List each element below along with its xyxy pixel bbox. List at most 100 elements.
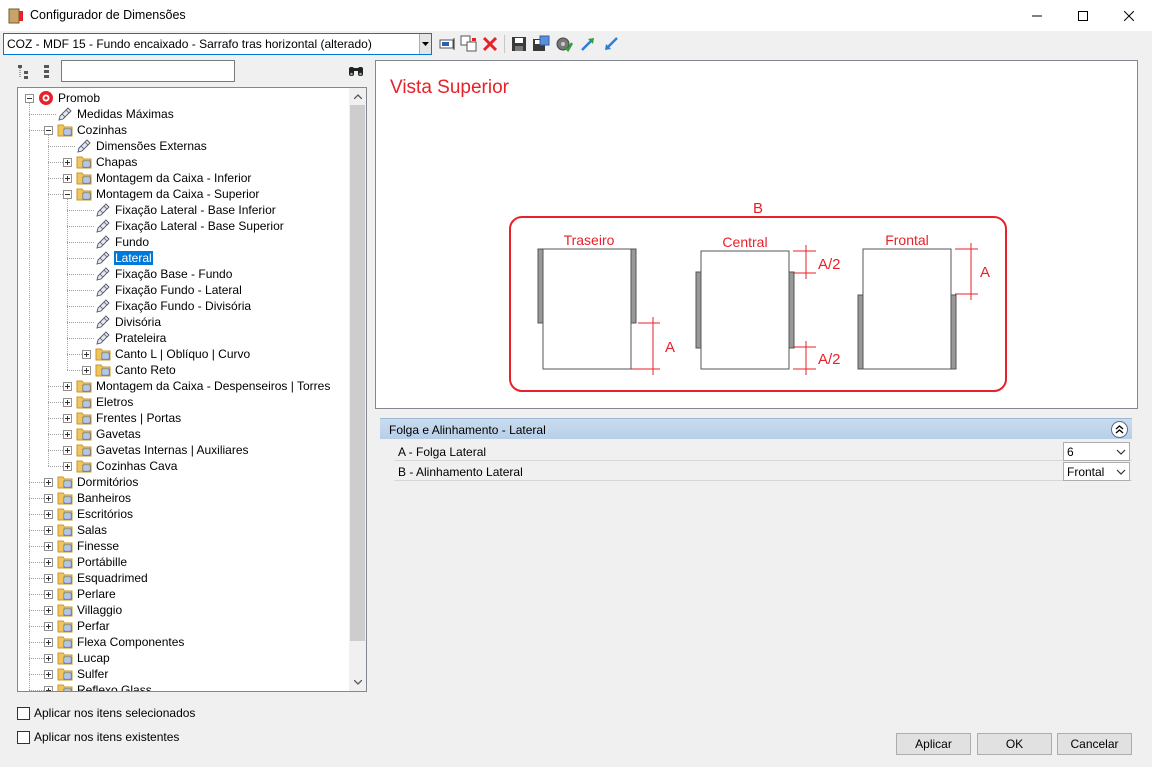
checkbox-box[interactable] [17,730,30,744]
tree-item-label: Promob [58,91,101,105]
folga-lateral-select[interactable]: 6 [1063,442,1130,461]
save-icon[interactable] [510,35,528,53]
delete-icon[interactable] [481,35,499,53]
tree-scrollbar[interactable] [349,88,366,691]
expand-toggle[interactable] [44,493,53,503]
tree-item-perfar[interactable]: Perfar [44,618,111,634]
scroll-down-button[interactable] [349,674,366,691]
tree-item-montagem-da-caixa-superior[interactable]: Montagem da Caixa - Superior [63,186,260,202]
tree-item-esquadrimed[interactable]: Esquadrimed [44,570,149,586]
tree-item-gavetas[interactable]: Gavetas [63,426,142,442]
import-icon[interactable] [602,35,620,53]
expand-toggle[interactable] [44,557,53,567]
tree-item-canto-l-obliquo-curvo[interactable]: Canto L | Oblíquo | Curvo [82,346,251,362]
tree-item-portabille[interactable]: Portábille [44,554,128,570]
ok-button[interactable]: OK [977,733,1052,755]
export-icon[interactable] [579,35,597,53]
tree-item-dormitorios[interactable]: Dormitórios [44,474,139,490]
rename-icon[interactable] [439,35,457,53]
configuration-combo[interactable]: COZ - MDF 15 - Fundo encaixado - Sarrafo… [3,33,432,55]
expand-toggle[interactable] [63,397,72,407]
tree-item-gavetas-internas-auxiliares[interactable]: Gavetas Internas | Auxiliares [63,442,250,458]
tree-item-villaggio[interactable]: Villaggio [44,602,123,618]
expand-toggle[interactable] [63,461,72,471]
maximize-button[interactable] [1060,0,1106,31]
checkbox-box[interactable] [17,706,30,720]
tree-item-sulfer[interactable]: Sulfer [44,666,109,682]
tree-item-banheiros[interactable]: Banheiros [44,490,132,506]
tree-item-fixacao-lateral-base-inferior[interactable]: Fixação Lateral - Base Inferior [95,202,277,218]
tree-item-fixacao-lateral-base-superior[interactable]: Fixação Lateral - Base Superior [95,218,285,234]
copy-icon[interactable] [460,35,478,53]
tree-item-montagem-da-caixa-despenseiros-torres[interactable]: Montagem da Caixa - Despenseiros | Torre… [63,378,331,394]
tree-item-escritorios[interactable]: Escritórios [44,506,134,522]
expand-toggle[interactable] [44,653,53,663]
tree-item-montagem-da-caixa-inferior[interactable]: Montagem da Caixa - Inferior [63,170,252,186]
tree-item-fixacao-base-fundo[interactable]: Fixação Base - Fundo [95,266,233,282]
tree-item-prateleira[interactable]: Prateleira [95,330,167,346]
expand-toggle[interactable] [82,349,91,359]
expand-toggle[interactable] [63,413,72,423]
binoculars-icon[interactable] [348,64,364,78]
tree-item-finesse[interactable]: Finesse [44,538,120,554]
collapse-toggle[interactable] [25,93,34,103]
tree-item-perlare[interactable]: Perlare [44,586,117,602]
apply-selected-checkbox[interactable]: Aplicar nos itens selecionados [17,706,195,720]
expand-toggle[interactable] [44,685,53,691]
expand-toggle[interactable] [44,621,53,631]
expand-toggle[interactable] [63,445,72,455]
tree-item-divisoria[interactable]: Divisória [95,314,162,330]
expand-toggle[interactable] [63,429,72,439]
expand-toggle[interactable] [44,541,53,551]
collapse-tree-icon[interactable] [40,64,54,80]
expand-toggle[interactable] [63,173,72,183]
tree-item-lateral[interactable]: Lateral [95,250,153,266]
alinhamento-lateral-select[interactable]: Frontal [1063,462,1130,481]
expand-toggle[interactable] [44,637,53,647]
pencil-icon [96,251,110,265]
apply-button[interactable]: Aplicar [896,733,971,755]
minimize-button[interactable] [1014,0,1060,31]
expand-toggle[interactable] [63,381,72,391]
collapse-toggle[interactable] [44,125,53,135]
collapse-section-button[interactable] [1111,421,1128,438]
tree-item-dimensoes-externas[interactable]: Dimensões Externas [76,138,208,154]
tree-item-fixacao-fundo-lateral[interactable]: Fixação Fundo - Lateral [95,282,243,298]
tree-item-salas[interactable]: Salas [44,522,108,538]
collapse-toggle[interactable] [63,189,72,199]
expand-toggle[interactable] [44,477,53,487]
tree-item-reflexo-glass[interactable]: Reflexo Glass [44,682,153,691]
scroll-thumb[interactable] [350,105,365,641]
expand-toggle[interactable] [82,365,91,375]
close-button[interactable] [1106,0,1152,31]
expand-toggle[interactable] [44,589,53,599]
save-as-icon[interactable] [532,35,550,53]
tree-item-chapas[interactable]: Chapas [63,154,138,170]
tree-item-fundo[interactable]: Fundo [95,234,150,250]
tree-item-flexa-componentes[interactable]: Flexa Componentes [44,634,185,650]
expand-toggle[interactable] [63,157,72,167]
tree-item-frentes-portas[interactable]: Frentes | Portas [63,410,182,426]
combo-dropdown-button[interactable] [419,34,431,54]
expand-toggle[interactable] [44,669,53,679]
tree-item-fixacao-fundo-divisoria[interactable]: Fixação Fundo - Divisória [95,298,252,314]
tree-item-cozinhas[interactable]: Cozinhas [44,122,128,138]
expand-tree-icon[interactable] [17,64,33,80]
properties-header[interactable]: Folga e Alinhamento - Lateral [380,418,1132,439]
tree-item-canto-reto[interactable]: Canto Reto [82,362,177,378]
tree-item-cozinhas-cava[interactable]: Cozinhas Cava [63,458,178,474]
tree-item-eletros[interactable]: Eletros [63,394,134,410]
tree-item-medidas-maximas[interactable]: Medidas Máximas [57,106,175,122]
settings-icon[interactable] [555,35,573,53]
expand-toggle[interactable] [44,573,53,583]
apply-existing-checkbox[interactable]: Aplicar nos itens existentes [17,730,179,744]
cancel-button[interactable]: Cancelar [1057,733,1132,755]
expand-toggle[interactable] [44,605,53,615]
expand-toggle[interactable] [44,509,53,519]
scroll-up-button[interactable] [349,88,366,105]
tree-search-input[interactable] [61,60,235,82]
expand-toggle[interactable] [44,525,53,535]
tree-item-lucap[interactable]: Lucap [44,650,111,666]
tree-item-promob[interactable]: Promob [25,90,101,106]
